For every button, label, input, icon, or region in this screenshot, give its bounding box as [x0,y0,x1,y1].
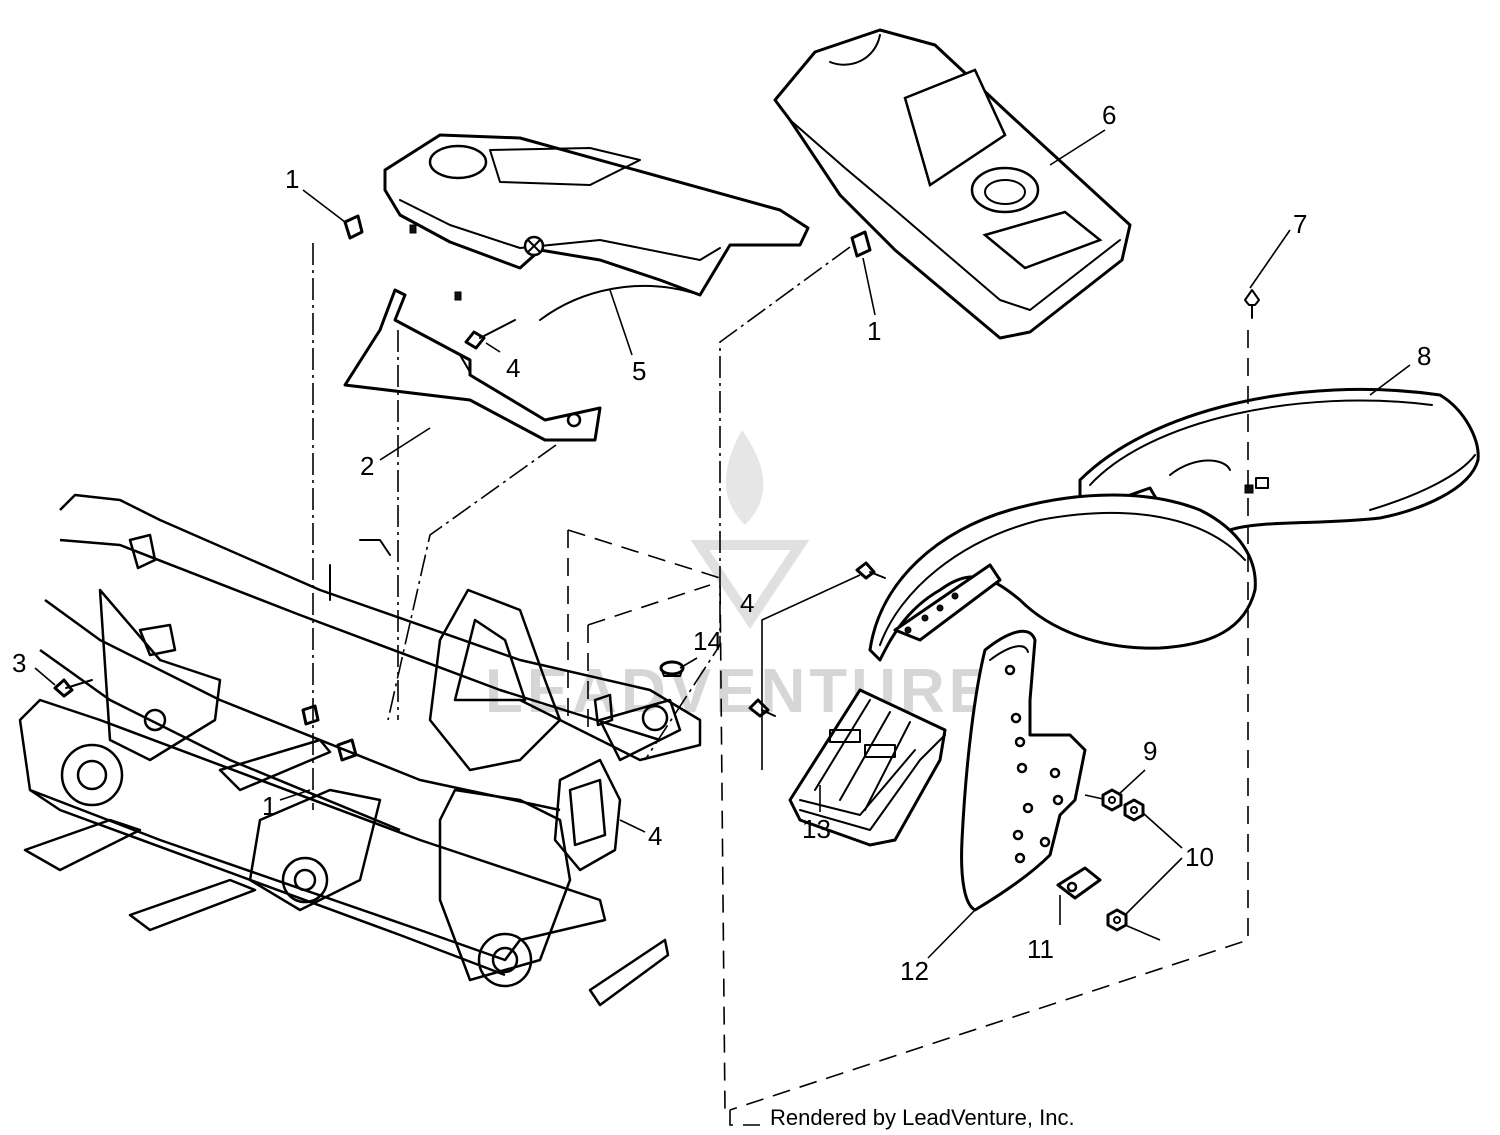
callout-1-frame: 1 [262,791,276,821]
render-credit: Rendered by LeadVenture, Inc. [770,1105,1075,1130]
callout-6: 6 [1102,100,1116,130]
callout-8: 8 [1417,341,1431,371]
callout-13: 13 [802,814,831,844]
part-5-front-console [383,133,810,321]
part-13-footrest [788,688,947,847]
callout-4-frame: 4 [648,821,662,851]
callout-7: 7 [1293,209,1307,239]
part-1-clips [301,214,872,762]
callout-labels: 1 1 1 2 3 4 4 4 5 6 7 8 9 10 11 12 13 14 [12,100,1431,986]
part-7-push-rivet [1244,289,1260,319]
callout-10: 10 [1185,842,1214,872]
part-12-mud-flap [960,629,1087,912]
callout-2: 2 [360,451,374,481]
callout-1-left: 1 [285,164,299,194]
part-3-4-bolts [53,319,886,718]
leader-lines [34,129,1411,959]
assembly-lines [312,243,1249,1126]
callout-3: 3 [12,648,26,678]
callout-14: 14 [693,626,722,656]
callout-1-right: 1 [867,316,881,346]
callout-9: 9 [1143,736,1157,766]
callout-5: 5 [632,356,646,386]
part-14-plug [659,660,685,677]
part-2-lower-panel [343,288,602,442]
part-11-backing-plate [1056,866,1102,900]
part-8-front-fender [868,493,1257,662]
frame-assembly [18,493,702,1007]
callout-4-middle: 4 [740,588,754,618]
part-9-10-nuts [1101,788,1145,932]
part-6-console-cover [773,28,1132,340]
callout-11: 11 [1027,934,1054,964]
callout-12: 12 [900,956,929,986]
callout-4-top: 4 [506,353,520,383]
